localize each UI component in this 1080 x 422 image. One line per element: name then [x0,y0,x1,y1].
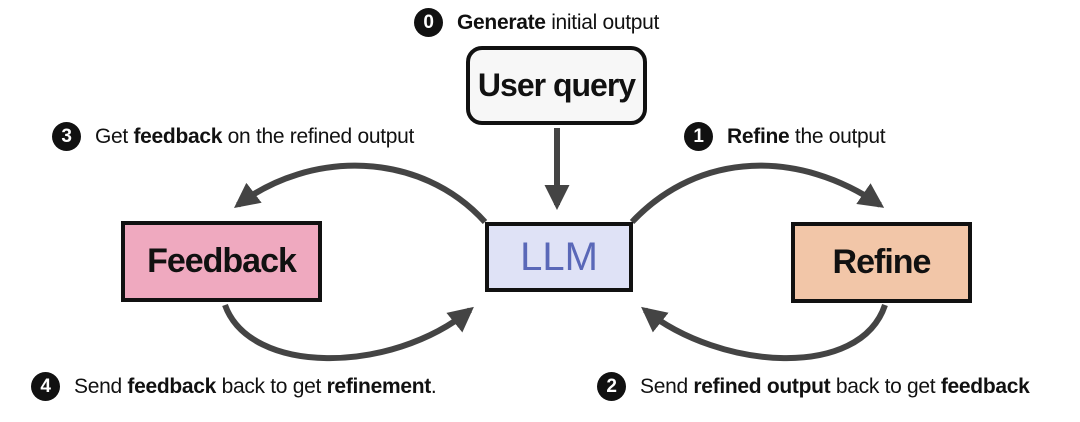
refine-label: Refine [832,243,932,281]
feedback-node: Feedback [121,221,322,302]
step-1-badge: 1 [684,122,713,151]
step-3-text: on the refined output [222,124,415,148]
step-1-text: the output [789,124,886,148]
arrow-refine-to-llm [641,304,888,362]
user-query-label: User query [477,67,636,103]
step-2-bold: refined output [693,374,831,398]
step-3-badge: 3 [52,122,81,151]
step-1-caption: 1 Refine the output [684,122,886,151]
step-2-badge: 2 [597,372,626,401]
user-query-node: User query [466,46,647,125]
step-2-bold2: feedback [940,374,1030,398]
arrow-llm-to-feedback [233,162,488,225]
step-0-text: initial output [545,10,660,34]
step-4-caption: 4 Send feedback back to get refinement. [31,372,437,401]
step-3-pre: Get [95,124,134,148]
step-4-pre: Send [74,374,128,398]
feedback-label: Feedback [147,242,297,280]
step-2-mid: back to get [830,374,941,398]
step-0-badge: 0 [414,8,443,37]
step-4-bold: feedback [127,374,217,398]
refine-node: Refine [791,222,972,303]
step-4-mid: back to get [216,374,327,398]
arrow-llm-to-refine [629,162,885,225]
step-0-bold: Generate [457,10,546,34]
step-4-bold2: refinement [326,374,432,398]
step-3-bold: feedback [133,124,223,148]
step-2-pre: Send [640,374,694,398]
llm-node: LLM [485,222,633,292]
step-1-bold: Refine [727,124,790,148]
step-4-badge: 4 [31,372,60,401]
step-2-caption: 2 Send refined output back to get feedba… [597,372,1030,401]
step-0-caption: 0 Generate initial output [414,8,659,37]
step-3-caption: 3 Get feedback on the refined output [52,122,414,151]
arrow-feedback-to-llm [222,303,474,362]
llm-label: LLM [520,234,598,279]
step-4-post: . [430,374,437,398]
